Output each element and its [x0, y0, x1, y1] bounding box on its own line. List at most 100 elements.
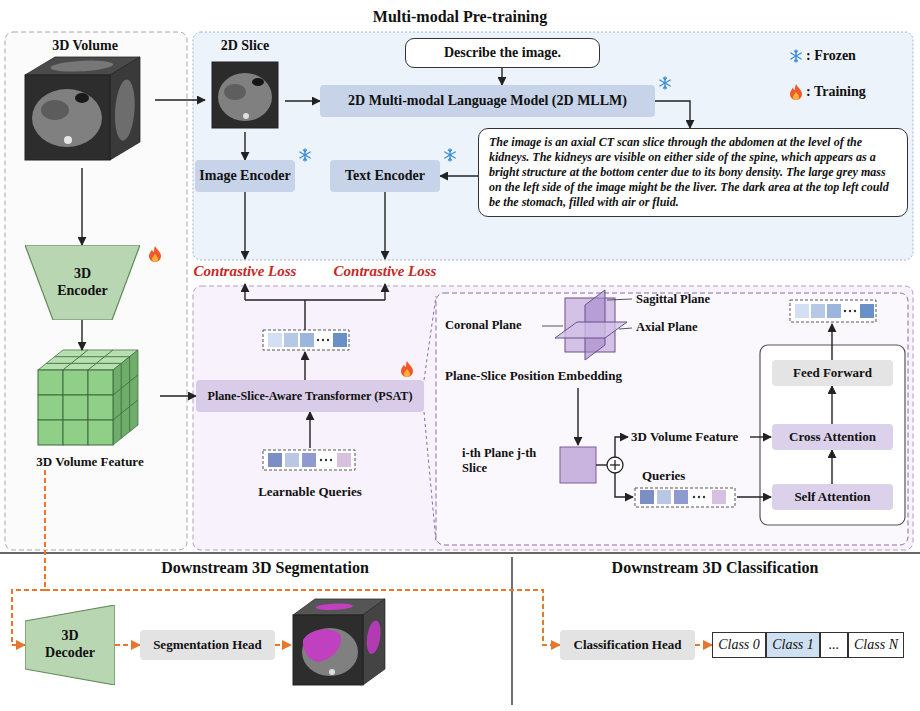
panel-frames-part [193, 286, 913, 550]
node-caption: 3D Volume [52, 38, 118, 55]
encoder-trapezoid: 3D Encoder [25, 245, 140, 320]
connector-arrow [160, 395, 196, 396]
plane-label-holder: Coronal Plane [445, 318, 745, 333]
box-label: Cross Attention [789, 429, 876, 445]
loss-label-holder: Contrastive Loss [235, 262, 535, 280]
token-rows-part [317, 339, 319, 341]
image-node: 2D Slice [205, 38, 285, 132]
segmentation-cube-part-part [312, 604, 357, 610]
layer-box: Self Attention [772, 484, 893, 510]
leader-lines-part [619, 328, 632, 329]
panel-frames-part [0, 552, 920, 554]
section-heading-holder: Downstream 3D Classification [565, 558, 865, 577]
image-node: 3D Volume [15, 38, 155, 168]
segmentation-output-arrow [275, 645, 291, 646]
layout-arrows-part [596, 464, 607, 465]
ct-slice-image-part [224, 84, 246, 100]
position-embedding-part [560, 447, 596, 483]
class-cell: ... [820, 632, 848, 658]
ct-volume-cube-part [75, 93, 89, 103]
ct-volume-cube-part-part [115, 74, 135, 146]
token-rows-part [325, 459, 327, 461]
ct-volume-cube-part [110, 57, 140, 160]
token-rows-part [635, 488, 735, 507]
plane-label: Sagittal Plane [636, 292, 920, 307]
query-node: Learnable Queries [250, 448, 370, 500]
plane-icon [555, 290, 627, 360]
ct-volume-cube-part [41, 100, 69, 120]
slice-index-label: i-th Plane j-th Slice [462, 446, 556, 476]
class-cell: Class N [848, 632, 904, 658]
feature-label-holder: 3D Volume Feature [631, 429, 920, 445]
ct-slice-image-part [243, 113, 249, 119]
token-rows-part [795, 304, 809, 318]
token-rows-part [790, 300, 876, 322]
prompt-box: Describe the image. [405, 38, 600, 68]
ct-volume-cube-part [25, 75, 110, 160]
box-label: Segmentation Head [153, 637, 262, 653]
panel-frames-part [193, 32, 913, 260]
segmentation-cube-part [329, 669, 335, 675]
legend-text-holder: : Training [806, 84, 920, 101]
box-label: 3D Decoder [41, 628, 99, 662]
decoder-trapezoid: 3D Decoder [25, 605, 115, 685]
legend-text: : Frozen [806, 48, 920, 65]
segmentation-cube-part-part [363, 599, 385, 685]
box-label: Text Encoder [345, 168, 425, 185]
box-label: The image is an axial CT scan slice thro… [489, 135, 897, 210]
transformer-block-part [760, 345, 905, 525]
box-label: Class N [854, 637, 898, 654]
token-rows-part [827, 304, 841, 318]
token-rows-part [712, 490, 726, 504]
connector-arrow [45, 470, 560, 645]
layout-arrows-part [384, 284, 385, 300]
ct-volume-cube-part-part [110, 57, 140, 160]
box-label: ... [829, 637, 840, 654]
box-label: Image Encoder [199, 168, 290, 185]
layout-arrows-part [750, 436, 771, 437]
embedding-label: Plane-Slice Position Embedding [445, 368, 745, 384]
token-rows-part [320, 459, 322, 461]
connector-arrow [244, 132, 245, 160]
legend-text-holder: : Frozen [806, 48, 920, 65]
layout-arrows-part [244, 192, 245, 259]
token-rows-part [330, 459, 332, 461]
ct-volume-cube-part [64, 136, 72, 144]
segmentation-cube-part [363, 599, 385, 685]
layout-arrows [245, 192, 832, 497]
frozen-trained-icons-part [401, 361, 413, 377]
token-rows-part [860, 304, 874, 318]
position-embedding-part [614, 460, 615, 470]
panel-frames-part [511, 557, 512, 705]
token-rows-part [640, 490, 654, 504]
box-label: 2D Multi-modal Language Model (2D MLLM) [348, 93, 627, 110]
ct-slice-image-part [212, 62, 278, 128]
slice-index-label-holder: i-th Plane j-th Slice [462, 446, 556, 476]
leader-lines-part [607, 299, 632, 300]
box-label: Feed Forward [793, 365, 872, 381]
node-caption: 3D Volume Feature [36, 454, 143, 470]
feature-grid-part [113, 350, 138, 445]
feature-label: 3D Volume Feature [631, 429, 920, 445]
frozen-trained-icons-part [790, 84, 802, 100]
token-rows-part [849, 310, 851, 312]
description-box: The image is an axial CT scan slice thro… [478, 128, 908, 217]
frozen-trained-icons-part [300, 149, 310, 161]
plane-label: Axial Plane [636, 320, 920, 335]
ct-volume-cube [25, 57, 140, 160]
connector-arrow [831, 450, 832, 484]
expansion-lines-part [424, 412, 436, 542]
layer-box: Feed Forward [772, 360, 893, 386]
feature-node: 3D Volume Feature [20, 350, 160, 470]
box-label: 3D Encoder [53, 266, 113, 300]
token-rows-part [263, 450, 355, 470]
feature-grid-part [38, 370, 113, 445]
segmentation-cube-part [293, 615, 363, 685]
connector-arrow [440, 175, 478, 176]
box-label: Plane-Slice-Aware Transformer (PSAT) [208, 389, 413, 404]
leader-lines [542, 299, 632, 329]
token-rows-part [322, 339, 324, 341]
class-cell: Class 0 [712, 632, 766, 658]
loss-label: Contrastive Loss [235, 262, 535, 280]
class-cell: Class 1 [766, 632, 820, 658]
